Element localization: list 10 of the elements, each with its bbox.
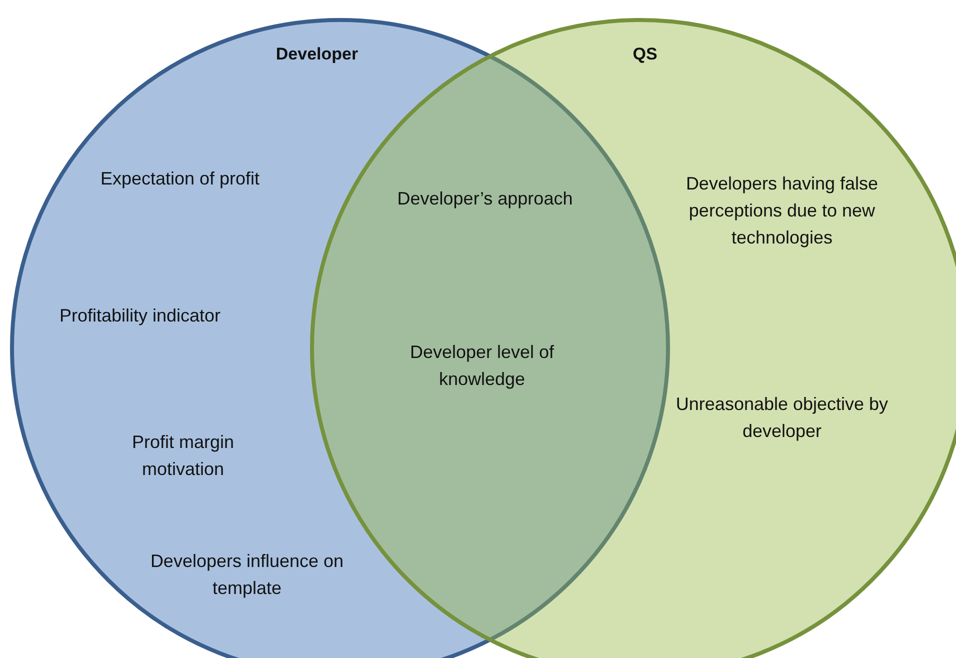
overlap-item: Developer level of knowledge bbox=[408, 341, 556, 391]
circle-item: Unreasonable objective by developer bbox=[674, 393, 890, 443]
overlap-item: Developer’s approach bbox=[396, 188, 574, 210]
circle-item: Profitability indicator bbox=[58, 304, 222, 328]
circle-title: QS bbox=[632, 43, 658, 66]
circle-item: Developers influence on template bbox=[149, 550, 345, 600]
circle-item: Profit margin motivation bbox=[130, 431, 236, 481]
circle-item: Expectation of profit bbox=[99, 168, 261, 190]
circle-item: Developers having false perceptions due to new technologies bbox=[684, 172, 880, 250]
circle-title: Developer bbox=[274, 43, 360, 66]
